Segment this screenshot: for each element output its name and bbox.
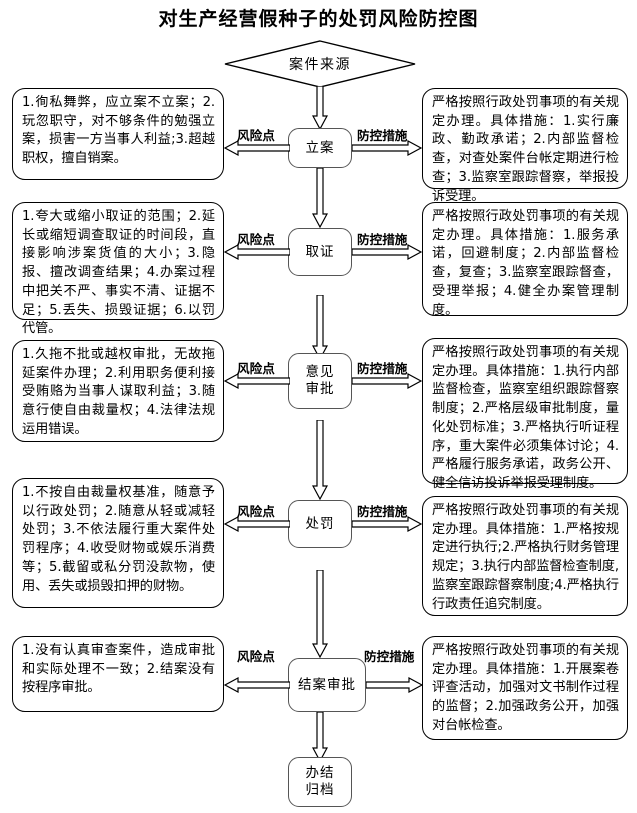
start-node-label: 案件来源 — [289, 57, 351, 73]
arrow-measure-2 — [352, 244, 422, 260]
arrow-risk-3 — [224, 373, 290, 389]
arrow-start-to-lian — [312, 86, 328, 130]
connector-label-risk-1: 风险点 — [237, 128, 275, 143]
arrow-measure-1 — [352, 140, 422, 156]
arrow-risk-2 — [224, 244, 290, 260]
connector-label-measure-3: 防控措施 — [357, 361, 408, 376]
start-node-case-source: 案件来源 — [224, 40, 416, 88]
process-node-3[interactable]: 意见 审批 — [288, 353, 352, 409]
connector-label-risk-4: 风险点 — [237, 504, 275, 519]
process-node-1[interactable]: 立案 — [288, 128, 352, 168]
risk-box-1: 1.徇私舞弊，应立案不立案；2.玩忽职守，对不够条件的勉强立案，损害一方当事人利… — [12, 88, 224, 180]
connector-label-measure-4: 防控措施 — [357, 504, 408, 519]
arrow-risk-1 — [224, 140, 290, 156]
risk-box-5: 1.没有认真审查案件，造成审批和实际处理不一致；2.结案没有按程序审批。 — [12, 636, 224, 712]
connector-label-measure-1: 防控措施 — [357, 128, 408, 143]
arrow-measure-3 — [352, 373, 422, 389]
process-node-5[interactable]: 结案审批 — [288, 658, 366, 712]
process-node-2[interactable]: 取证 — [288, 228, 352, 276]
arrow-risk-4 — [224, 516, 290, 532]
arrow-yijian-to-chufa — [312, 420, 328, 500]
risk-box-2: 1.夸大或缩小取证的范围；2.延长或缩短调查取证的时间段，直接影响涉案货值的大小… — [12, 202, 224, 336]
connector-label-measure-2: 防控措施 — [357, 232, 408, 247]
measure-box-3: 严格按照行政处罚事项的有关规定办理。具体措施：1.执行内部监督检查，监察室组织跟… — [422, 338, 628, 491]
measure-box-1: 严格按照行政处罚事项的有关规定办理。具体措施：1.实行廉政、勤政承诺；2.内部监… — [422, 88, 628, 204]
arrow-measure-5 — [366, 677, 423, 693]
risk-box-3: 1.久拖不批或越权审批，无故拖延案件办理；2.利用职务便利接受贿赂为当事人谋取利… — [12, 340, 224, 442]
connector-label-risk-3: 风险点 — [237, 361, 275, 376]
arrow-chufa-to-jiean — [312, 570, 328, 658]
connector-label-risk-2: 风险点 — [237, 232, 275, 247]
page-title: 对生产经营假种子的处罚风险防控图 — [158, 8, 479, 30]
arrow-lian-to-quzheng — [312, 168, 328, 228]
arrow-quzheng-to-yijian — [312, 295, 328, 360]
process-node-4[interactable]: 处罚 — [288, 500, 352, 548]
arrow-risk-5 — [224, 677, 290, 693]
measure-box-2: 严格按照行政处罚事项的有关规定办理。具体措施：1.服务承诺，回避制度；2.内部监… — [422, 202, 628, 318]
arrow-measure-4 — [352, 516, 422, 532]
connector-label-measure-5: 防控措施 — [364, 649, 415, 664]
arrow-jiean-to-end — [312, 712, 328, 762]
connector-label-risk-5: 风险点 — [237, 649, 275, 664]
measure-box-4: 严格按照行政处罚事项的有关规定办理。具体措施：1.严格按规定进行执行;2.严格执… — [422, 496, 628, 616]
measure-box-5: 严格按照行政处罚事项的有关规定办理。具体措施：1.开展案卷评查活动，加强对文书制… — [422, 636, 628, 740]
end-node-archive[interactable]: 办结 归档 — [288, 757, 352, 807]
risk-box-4: 1.不按自由裁量权基准，随意予以行政处罚；2.随意从轻或减轻处罚；3.不依法履行… — [12, 478, 224, 608]
